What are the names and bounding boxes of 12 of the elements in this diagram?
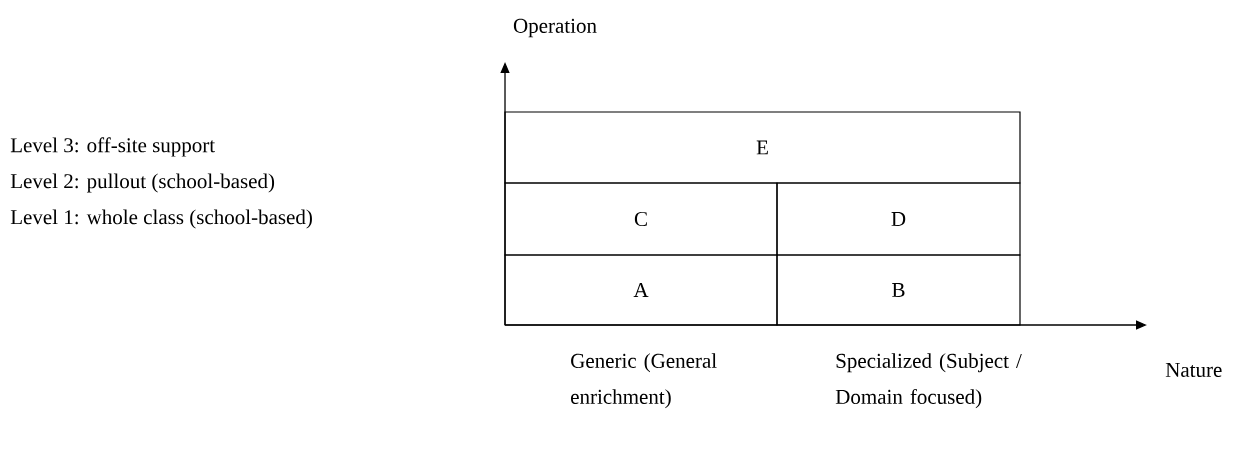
- axis-label: Specialized (Subject / Domain focused): [835, 353, 1022, 409]
- grid-cell: B: [776, 254, 1021, 326]
- grid-cell: C: [504, 182, 778, 256]
- axis-label: Generic (General enrichment): [571, 353, 717, 409]
- axis-label: Operation: [513, 18, 597, 38]
- grid-cell: D: [776, 182, 1021, 256]
- axis-label: Level 2: pullout (school-based): [10, 173, 275, 193]
- axis-label: Level 1: whole class (school-based): [10, 209, 312, 229]
- axis-label: Nature: [1165, 363, 1222, 377]
- axis-label: Level 3: off-site support: [10, 137, 215, 157]
- grid-cell: A: [504, 254, 778, 326]
- grid-cell: E: [504, 111, 1021, 184]
